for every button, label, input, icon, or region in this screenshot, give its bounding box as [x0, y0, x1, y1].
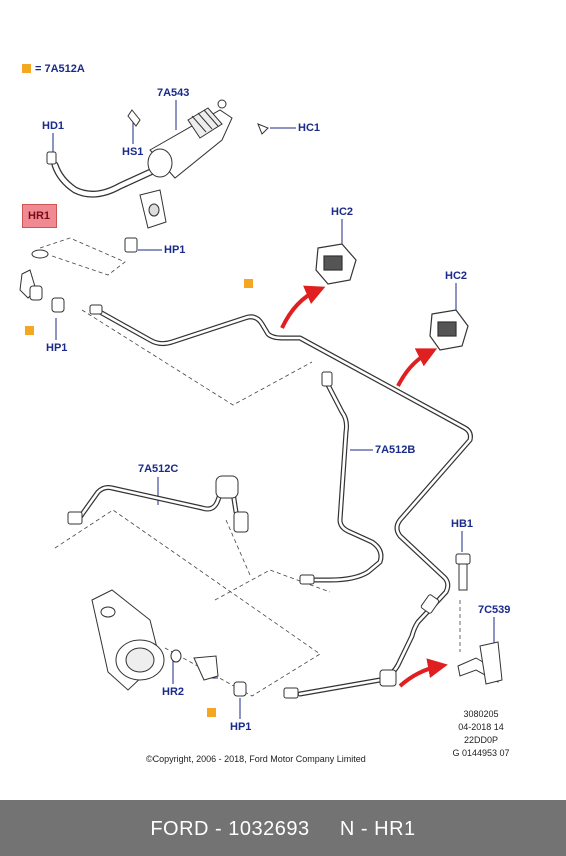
label-7c539[interactable]: 7C539: [478, 604, 511, 616]
label-7a512c[interactable]: 7A512C: [138, 463, 179, 475]
label-hc2-right[interactable]: HC2: [445, 270, 468, 282]
marker-7a512a-left: [25, 326, 34, 335]
label-7a543[interactable]: 7A543: [157, 87, 190, 99]
label-hd1[interactable]: HD1: [42, 120, 65, 132]
label-hp1-bottom[interactable]: HP1: [230, 721, 252, 733]
drawing-meta: 3080205 04-2018 14 22DD0P G 0144953 07: [446, 708, 516, 760]
marker-7a512a-top: [244, 279, 253, 288]
label-hp1-left[interactable]: HP1: [46, 342, 68, 354]
label-hp1-top[interactable]: HP1: [164, 244, 186, 256]
label-hr2[interactable]: HR2: [162, 686, 185, 698]
copyright-text: ©Copyright, 2006 - 2018, Ford Motor Comp…: [146, 754, 366, 764]
legend-text: = 7A512A: [35, 63, 85, 75]
highlight-hr1[interactable]: HR1: [22, 204, 57, 228]
legend-marker: [22, 64, 31, 73]
label-7a512b[interactable]: 7A512B: [375, 444, 416, 456]
meta-line-4: G 0144953 07: [452, 748, 510, 758]
marker-7a512a-bottom: [207, 708, 216, 717]
footer-bar: FORD - 1032693 N - HR1: [0, 800, 566, 856]
meta-line-1: 3080205: [463, 709, 499, 719]
meta-line-3: 22DD0P: [463, 735, 499, 745]
label-hc2-top[interactable]: HC2: [331, 206, 354, 218]
parts-diagram: [19, 99, 503, 719]
label-hb1[interactable]: HB1: [451, 518, 474, 530]
label-hs1[interactable]: HS1: [122, 146, 144, 158]
footer-title: FORD - 1032693 N - HR1: [150, 818, 416, 840]
label-hc1[interactable]: HC1: [298, 122, 321, 134]
label-hr1: HR1: [28, 210, 51, 222]
meta-line-2: 04-2018 14: [458, 722, 504, 732]
